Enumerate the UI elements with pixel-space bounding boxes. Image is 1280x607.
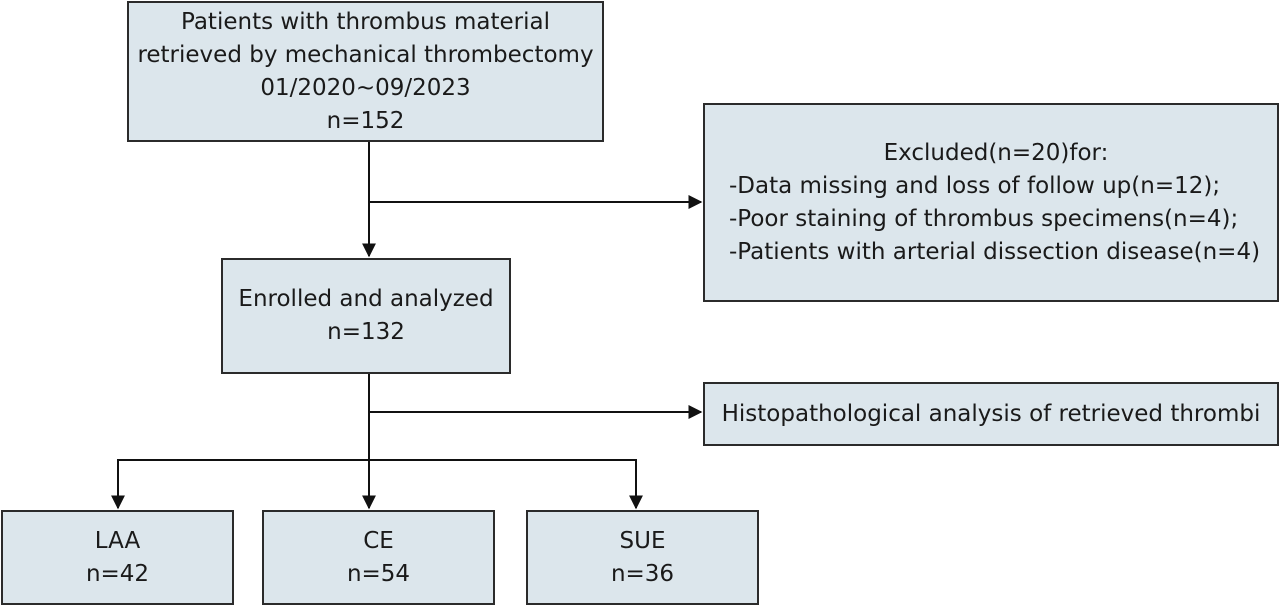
excluded-item: -Poor staining of thrombus specimens(n=4… (729, 205, 1239, 232)
box-enrolled-analyzed: Enrolled and analyzed n=132 (221, 258, 511, 374)
group-count: n=42 (85, 560, 150, 587)
box-group-laa: LAA n=42 (1, 510, 234, 605)
box-patients-retrieved: Patients with thrombus material retrieve… (127, 1, 604, 142)
group-count: n=54 (346, 560, 411, 587)
group-count: n=36 (610, 560, 675, 587)
group-label: SUE (619, 527, 666, 554)
group-label: LAA (94, 527, 141, 554)
excluded-item: -Patients with arterial dissection disea… (729, 238, 1261, 265)
box-group-ce: CE n=54 (262, 510, 495, 605)
excluded-item: -Data missing and loss of follow up(n=12… (729, 172, 1221, 199)
enrolled-line-1: Enrolled and analyzed (238, 286, 494, 312)
source-line-1: Patients with thrombus material (181, 8, 550, 35)
enrolled-line-2: n=132 (327, 319, 405, 345)
analysis-line: Histopathological analysis of retrieved … (721, 400, 1261, 427)
group-label: CE (363, 527, 394, 554)
box-histopathological-analysis: Histopathological analysis of retrieved … (703, 382, 1279, 446)
box-group-sue: SUE n=36 (526, 510, 759, 605)
excluded-items: -Data missing and loss of follow up(n=12… (705, 170, 1260, 269)
source-line-4: n=152 (326, 107, 405, 134)
excluded-header: Excluded(n=20)for: (883, 139, 1109, 166)
box-excluded: Excluded(n=20)for: -Data missing and los… (703, 103, 1279, 302)
source-line-2: retrieved by mechanical thrombectomy (137, 41, 594, 68)
source-line-3: 01/2020~09/2023 (260, 74, 471, 101)
